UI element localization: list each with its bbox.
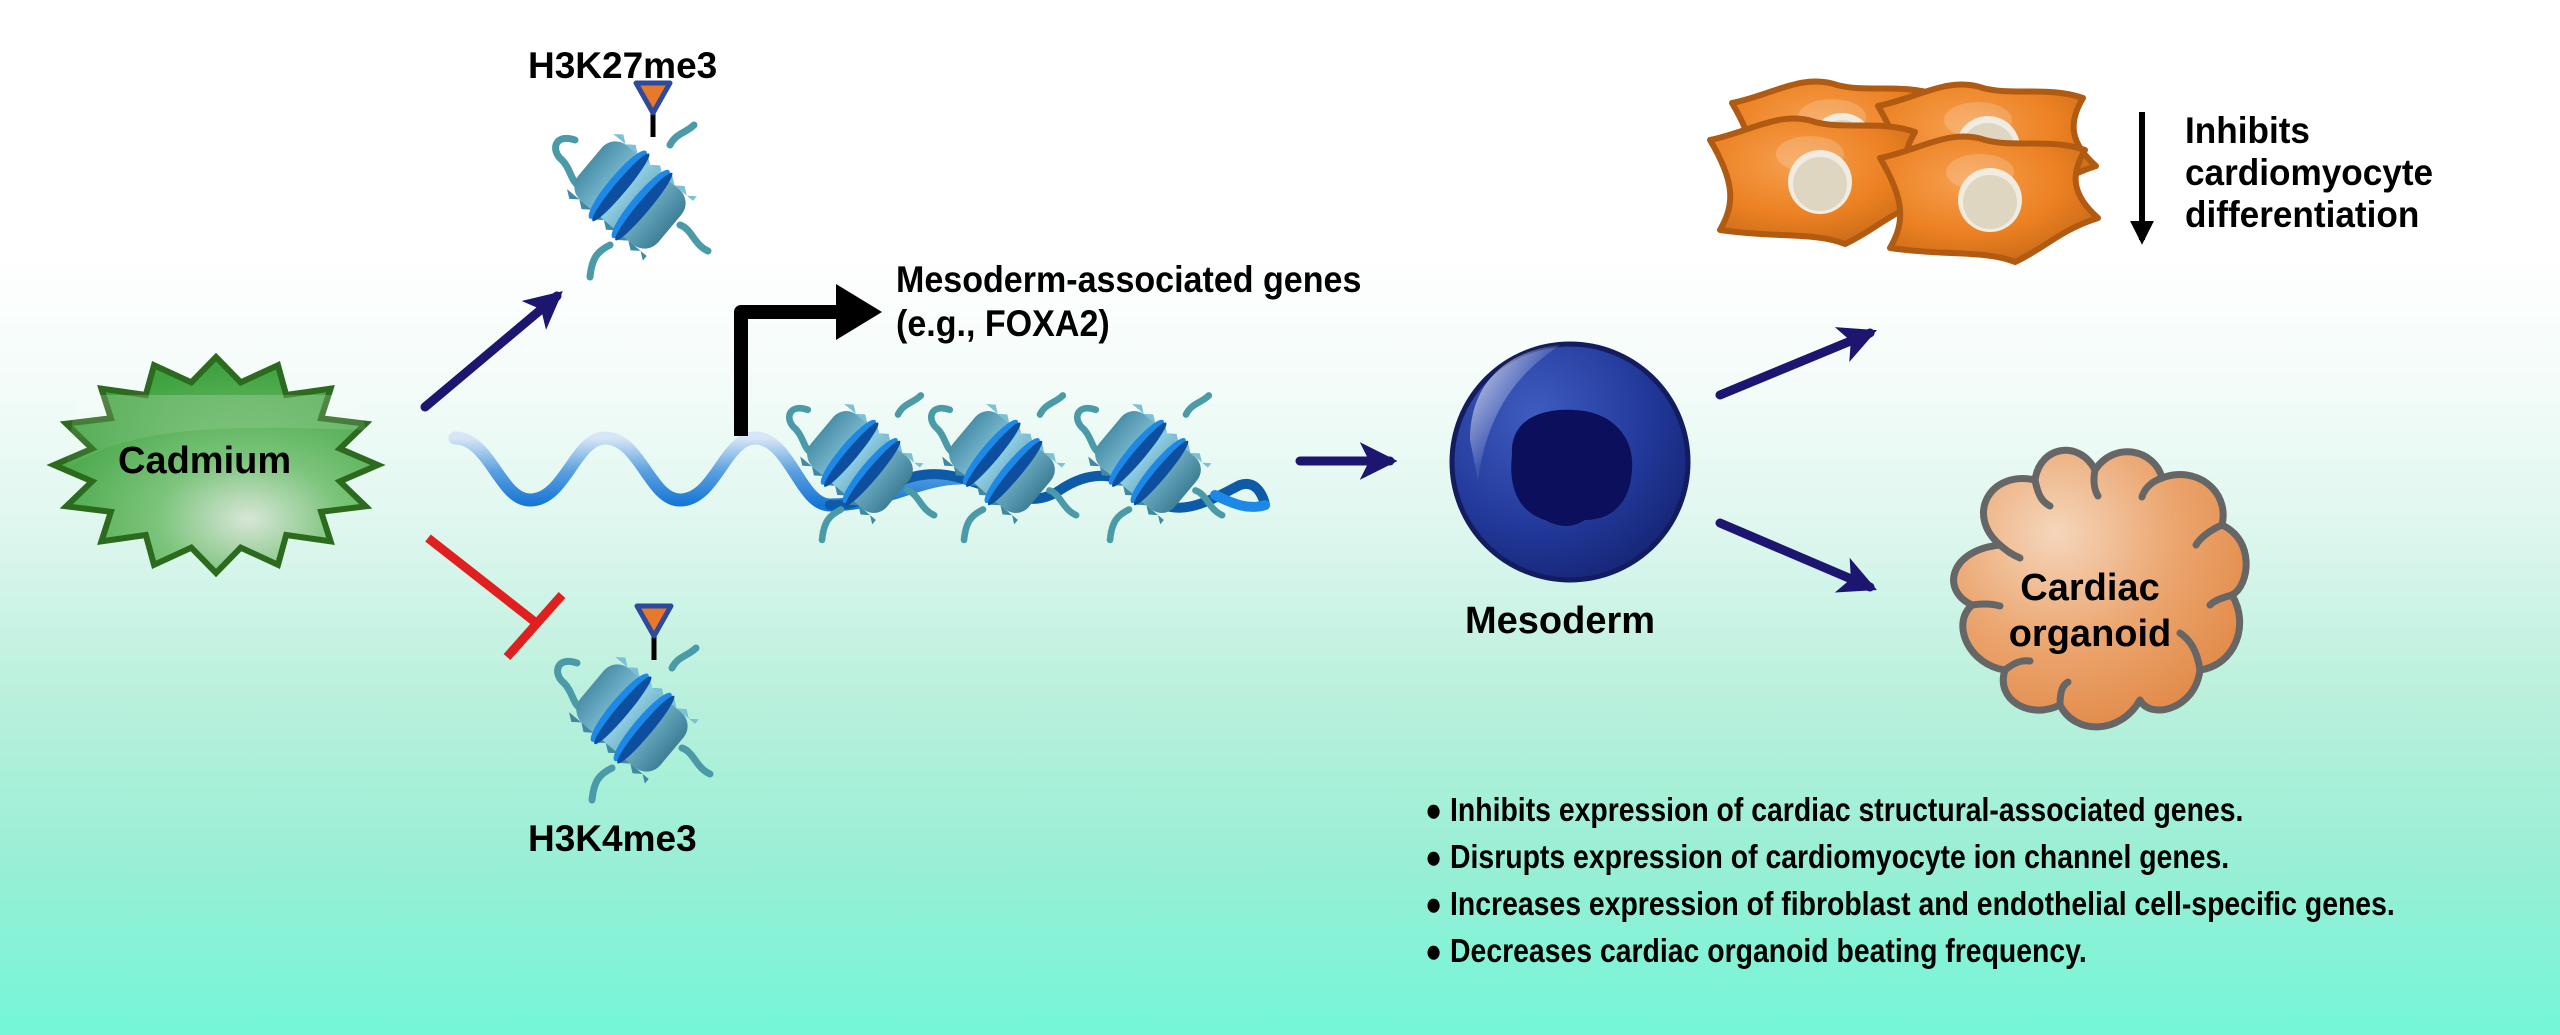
cardiac-organoid [1950, 446, 2250, 731]
arrow-mesoderm-to-cardiomyocytes [1715, 327, 1877, 400]
cardiomyocyte-cluster [1710, 81, 2098, 262]
effects-list: ● Inhibits expression of cardiac structu… [1425, 786, 2395, 974]
nucleosome-1 [789, 396, 934, 540]
bullet-icon: ● [1425, 838, 1443, 875]
effect-item: ● Disrupts expression of cardiomyocyte i… [1425, 838, 2230, 875]
bullet-icon: ● [1425, 885, 1443, 922]
transcription-arrowhead-icon [836, 284, 882, 340]
arrow-cadmium-to-h3k27me3 [420, 291, 563, 412]
effect-item: ● Decreases cardiac organoid beating fre… [1425, 932, 2087, 969]
mesoderm-genes-label: Mesoderm-associated genes (e.g., FOXA2) [896, 258, 1361, 346]
cardiomyocyte-effect-line2: cardiomyocyte [2185, 152, 2434, 193]
arrow-mesoderm-to-organoid [1715, 518, 1877, 593]
effect-item: ● Increases expression of fibroblast and… [1425, 885, 2395, 922]
dna-helix [448, 431, 1270, 513]
cardiomyocyte-effect-line3: differentiation [2185, 194, 2420, 235]
nucleosome-h3k27me3 [556, 83, 708, 277]
cardiac-organoid-line2: organoid [2008, 613, 2172, 655]
cadmium-label: Cadmium [118, 440, 292, 482]
h3k27me3-label: H3K27me3 [528, 45, 718, 86]
nucleosome-2 [931, 396, 1076, 540]
cardiac-organoid-label: Cardiac organoid [1990, 565, 2190, 657]
mesoderm-cell [1449, 341, 1691, 583]
effect-item: ● Inhibits expression of cardiac structu… [1425, 791, 2244, 828]
cardiomyocyte-effect-line1: Inhibits [2185, 110, 2310, 151]
mesoderm-label: Mesoderm [1465, 600, 1656, 642]
methyl-mark-icon [636, 83, 670, 137]
nucleosome-h3k4me3 [558, 606, 710, 800]
bullet-icon: ● [1425, 791, 1443, 828]
transcription-start-arrow [734, 305, 838, 436]
nucleus-icon [1511, 409, 1633, 526]
cardiomyocyte-effect-label: Inhibits cardiomyocyte differentiation [2185, 110, 2433, 236]
mesoderm-genes-line1: Mesoderm-associated genes [896, 259, 1362, 300]
chromatin-nucleosomes [789, 396, 1222, 540]
cardiomyocyte-cell-4 [1880, 136, 2098, 262]
methyl-mark-icon [637, 606, 671, 660]
cardiac-organoid-line1: Cardiac [2020, 567, 2160, 609]
h3k4me3-label: H3K4me3 [528, 818, 697, 859]
mesoderm-genes-line2: (e.g., FOXA2) [896, 303, 1110, 344]
bullet-icon: ● [1425, 932, 1443, 969]
cadmium-starburst [46, 352, 386, 578]
nucleosome-3 [1077, 396, 1222, 540]
inhibition-cadmium-to-h3k4me3 [425, 534, 566, 660]
